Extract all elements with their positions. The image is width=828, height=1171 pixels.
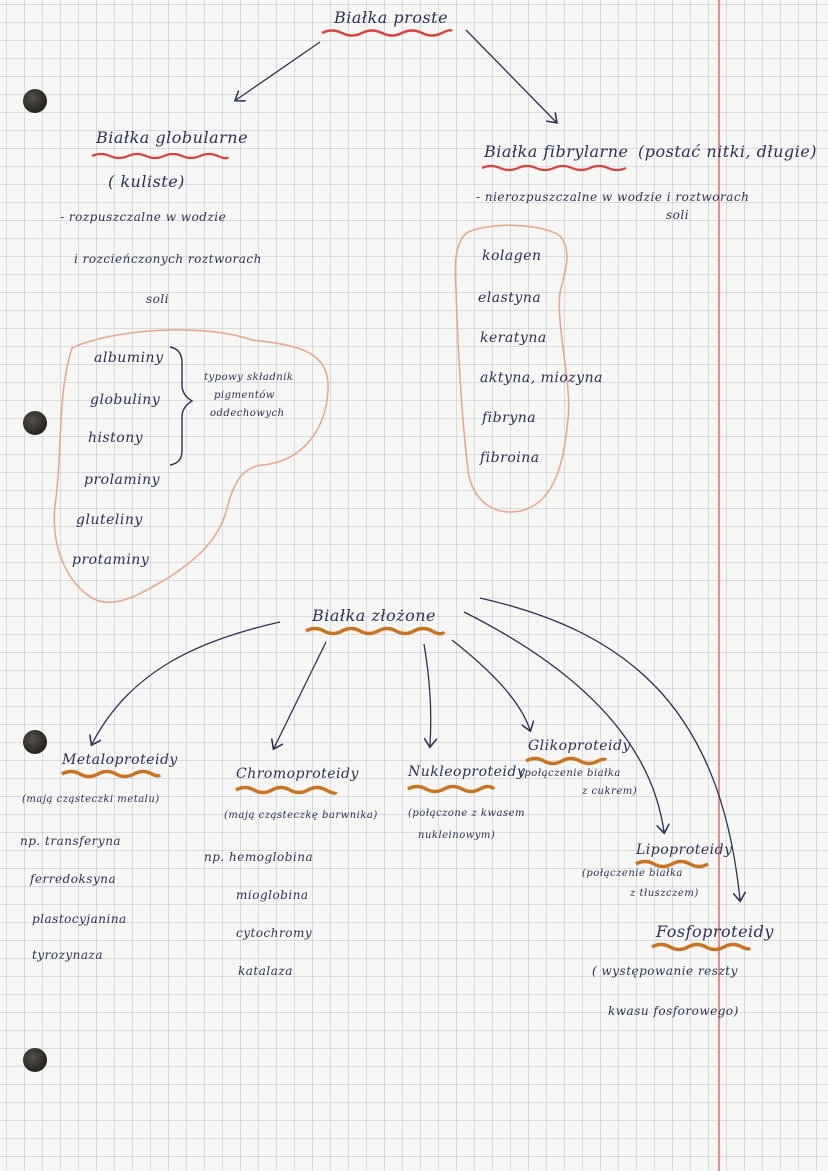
- fibrous-example: fibroina: [480, 450, 540, 466]
- nukleo-underline: [407, 784, 496, 794]
- globular-desc-line: i rozcieńczonych roztworach: [74, 252, 262, 266]
- binder-hole: [23, 89, 47, 113]
- chromo-example: cytochromy: [236, 926, 313, 940]
- fosfo-underline: [651, 942, 752, 952]
- fibrous-shape: (postać nitki, długie): [638, 142, 817, 161]
- binder-hole: [23, 1048, 47, 1072]
- chromo-desc: (mają cząsteczkę barwnika): [224, 810, 378, 821]
- globular-heading: Białka globularne: [96, 128, 249, 147]
- fibrous-heading: Białka fibrylarne: [484, 142, 629, 161]
- page-title: Białka proste: [334, 8, 449, 27]
- nukleo-desc-line: nukleinowym): [418, 830, 496, 841]
- metalo-desc: (mają cząsteczki metalu): [22, 794, 160, 805]
- globular-example: prolaminy: [84, 472, 161, 488]
- fibrous-desc-line: - nierozpuszczalne w wodzie i roztworach: [476, 190, 750, 204]
- binder-hole: [23, 411, 47, 435]
- brace-note-line: typowy składnik: [204, 372, 294, 383]
- globular-shape: ( kuliste): [108, 172, 185, 191]
- metalo-example: ferredoksyna: [30, 872, 117, 886]
- gliko-underline: [525, 756, 608, 766]
- lipo-underline: [635, 859, 709, 869]
- globular-example: globuliny: [90, 392, 161, 408]
- fibrous-example: kolagen: [482, 248, 542, 264]
- globular-desc-line: - rozpuszczalne w wodzie: [60, 210, 227, 224]
- lipo-desc-line: (połączenie białka: [582, 868, 683, 879]
- binder-hole: [23, 730, 47, 754]
- fibrous-outline: [454, 224, 570, 513]
- metalo-heading: Metaloproteidy: [62, 752, 178, 768]
- complex-underline: [305, 626, 446, 636]
- complex-title: Białka złożone: [312, 606, 437, 625]
- brace-note-line: oddechowych: [210, 408, 285, 419]
- chromo-example: np. hemoglobina: [204, 850, 314, 864]
- globular-example: albuminy: [94, 350, 164, 366]
- globular-outline: [53, 329, 329, 604]
- fibrous-example: aktyna, miozyna: [480, 370, 603, 386]
- fibrous-example: keratyna: [480, 330, 547, 346]
- chromo-underline: [235, 785, 338, 795]
- gliko-desc-line: z cukrem): [582, 786, 638, 797]
- globular-underline: [91, 152, 230, 160]
- metalo-example: plastocyjanina: [32, 912, 127, 926]
- gliko-desc-line: (połączenie białka: [520, 768, 621, 779]
- gliko-heading: Glikoproteidy: [528, 738, 631, 754]
- chromo-example: katalaza: [238, 964, 293, 978]
- brace: [169, 346, 194, 466]
- chromo-example: mioglobina: [236, 888, 309, 902]
- lipo-heading: Lipoproteidy: [636, 842, 733, 858]
- nukleo-desc-line: (połączone z kwasem: [408, 808, 526, 819]
- globular-example: histony: [88, 430, 144, 446]
- fosfo-heading: Fosfoproteidy: [656, 922, 774, 941]
- metalo-example: np. transferyna: [20, 834, 122, 848]
- metalo-underline: [61, 769, 162, 779]
- metalo-example: tyrozynaza: [32, 948, 104, 962]
- lipo-desc-line: z tłuszczem): [630, 888, 699, 899]
- nukleo-heading: Nukleoproteidy: [408, 764, 526, 780]
- globular-example: protaminy: [72, 552, 150, 568]
- fibrous-example: elastyna: [478, 290, 542, 306]
- globular-desc-line: soli: [146, 292, 170, 306]
- page-margin-line: [718, 0, 720, 1171]
- fibrous-example: fibryna: [482, 410, 537, 426]
- fibrous-underline: [481, 164, 627, 172]
- title-underline: [321, 29, 453, 37]
- fosfo-desc-line: kwasu fosforowego): [608, 1004, 739, 1018]
- globular-example: gluteliny: [76, 512, 143, 528]
- fosfo-desc-line: ( występowanie reszty: [592, 964, 738, 978]
- fibrous-desc-line: soli: [666, 208, 690, 222]
- brace-note-line: pigmentów: [214, 390, 275, 401]
- chromo-heading: Chromoproteidy: [236, 766, 359, 782]
